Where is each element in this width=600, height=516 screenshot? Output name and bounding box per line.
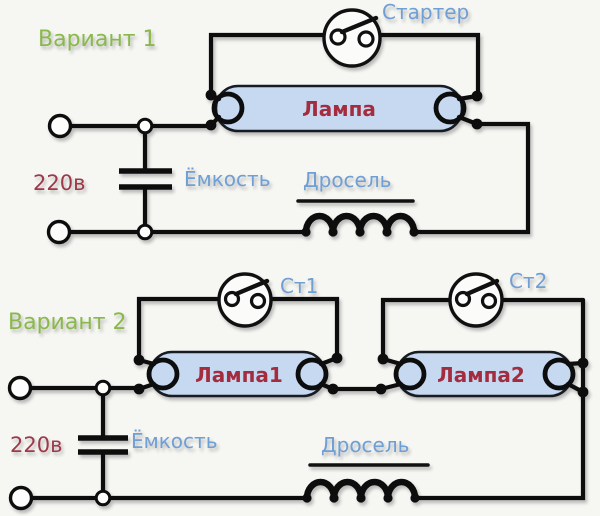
variant2-title: Вариант 2 [8,310,127,335]
pin-node [577,386,589,398]
coil-node [302,493,312,503]
starter2-label: Ст2 [509,269,547,293]
choke-return-wire [411,121,531,235]
coil-node [409,227,419,237]
coil-node [383,493,393,503]
filament-lead [136,355,340,392]
starter2-lever [464,278,500,297]
pin-node [471,118,483,130]
filament-icon [295,357,329,391]
capacitor-symbol [119,168,172,190]
filament-icon [393,357,427,391]
variant1-title: Вариант 1 [38,27,157,52]
coil-node [301,227,311,237]
capacitor-label: Ёмкость [184,167,270,191]
variant1-circuit: Вариант 1 Стартер Лампа 220в Ёмкость Дро… [33,0,531,245]
starter-lever [339,15,379,35]
pin-node [377,353,389,365]
junction-node [136,117,154,135]
junction-node [136,223,154,241]
voltage-label: 220в [10,433,62,457]
choke-label: Дросель [303,168,391,192]
junction-node [94,379,112,397]
coil-node [355,227,365,237]
junction-node [94,489,112,507]
starter1-lever [233,278,270,297]
filament-icon [542,357,576,391]
filament-lead [378,356,586,395]
coil-node [410,493,420,503]
starter2-symbol [448,272,504,328]
coil-node [356,493,366,503]
coil-node [328,227,338,237]
pin-node [577,357,589,369]
coil-node [329,493,339,503]
starter2-loop-wire [380,297,586,362]
filament-icon [433,91,467,125]
coil-node [382,227,392,237]
supply-terminal [8,485,34,511]
pin-node [331,352,343,364]
pin-node [205,119,217,131]
lamp1-label: Лампа1 [195,363,283,387]
lamp-label: Лампа [302,97,376,121]
pin-node [133,354,145,366]
pin-node [375,383,387,395]
pin-node [205,89,217,101]
capacitor-label: Ёмкость [131,429,217,453]
starter1-label: Ст1 [280,274,318,298]
supply-terminal [46,219,72,245]
pin-node [133,383,145,395]
filament-icon [211,91,245,125]
pin-node [327,383,339,395]
starter-contact-right [357,30,375,48]
capacitor-symbol [78,435,128,455]
pin-node [471,90,483,102]
filament-icon [146,357,180,391]
starter1-contact-right [249,292,267,310]
lamp2-label: Лампа2 [437,363,525,387]
voltage-label: 220в [33,171,85,195]
supply-terminal [7,375,33,401]
choke-label: Дросель [321,433,409,457]
supply-terminal [47,113,73,139]
starter-label: Стартер [382,0,469,24]
variant2-circuit: Вариант 2 Ст1 Ст2 Лампа1 Лампа2 220в Ёмк… [7,269,589,511]
starter2-contact-right [480,292,498,310]
